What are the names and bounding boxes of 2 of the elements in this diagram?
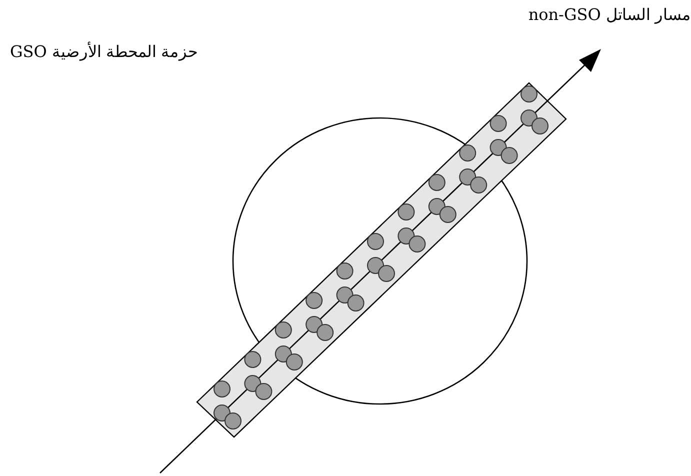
caption-text: مسار الساتل non-GSO bbox=[528, 5, 691, 24]
caption-text: حزمة المحطة الأرضية GSO bbox=[10, 42, 198, 61]
